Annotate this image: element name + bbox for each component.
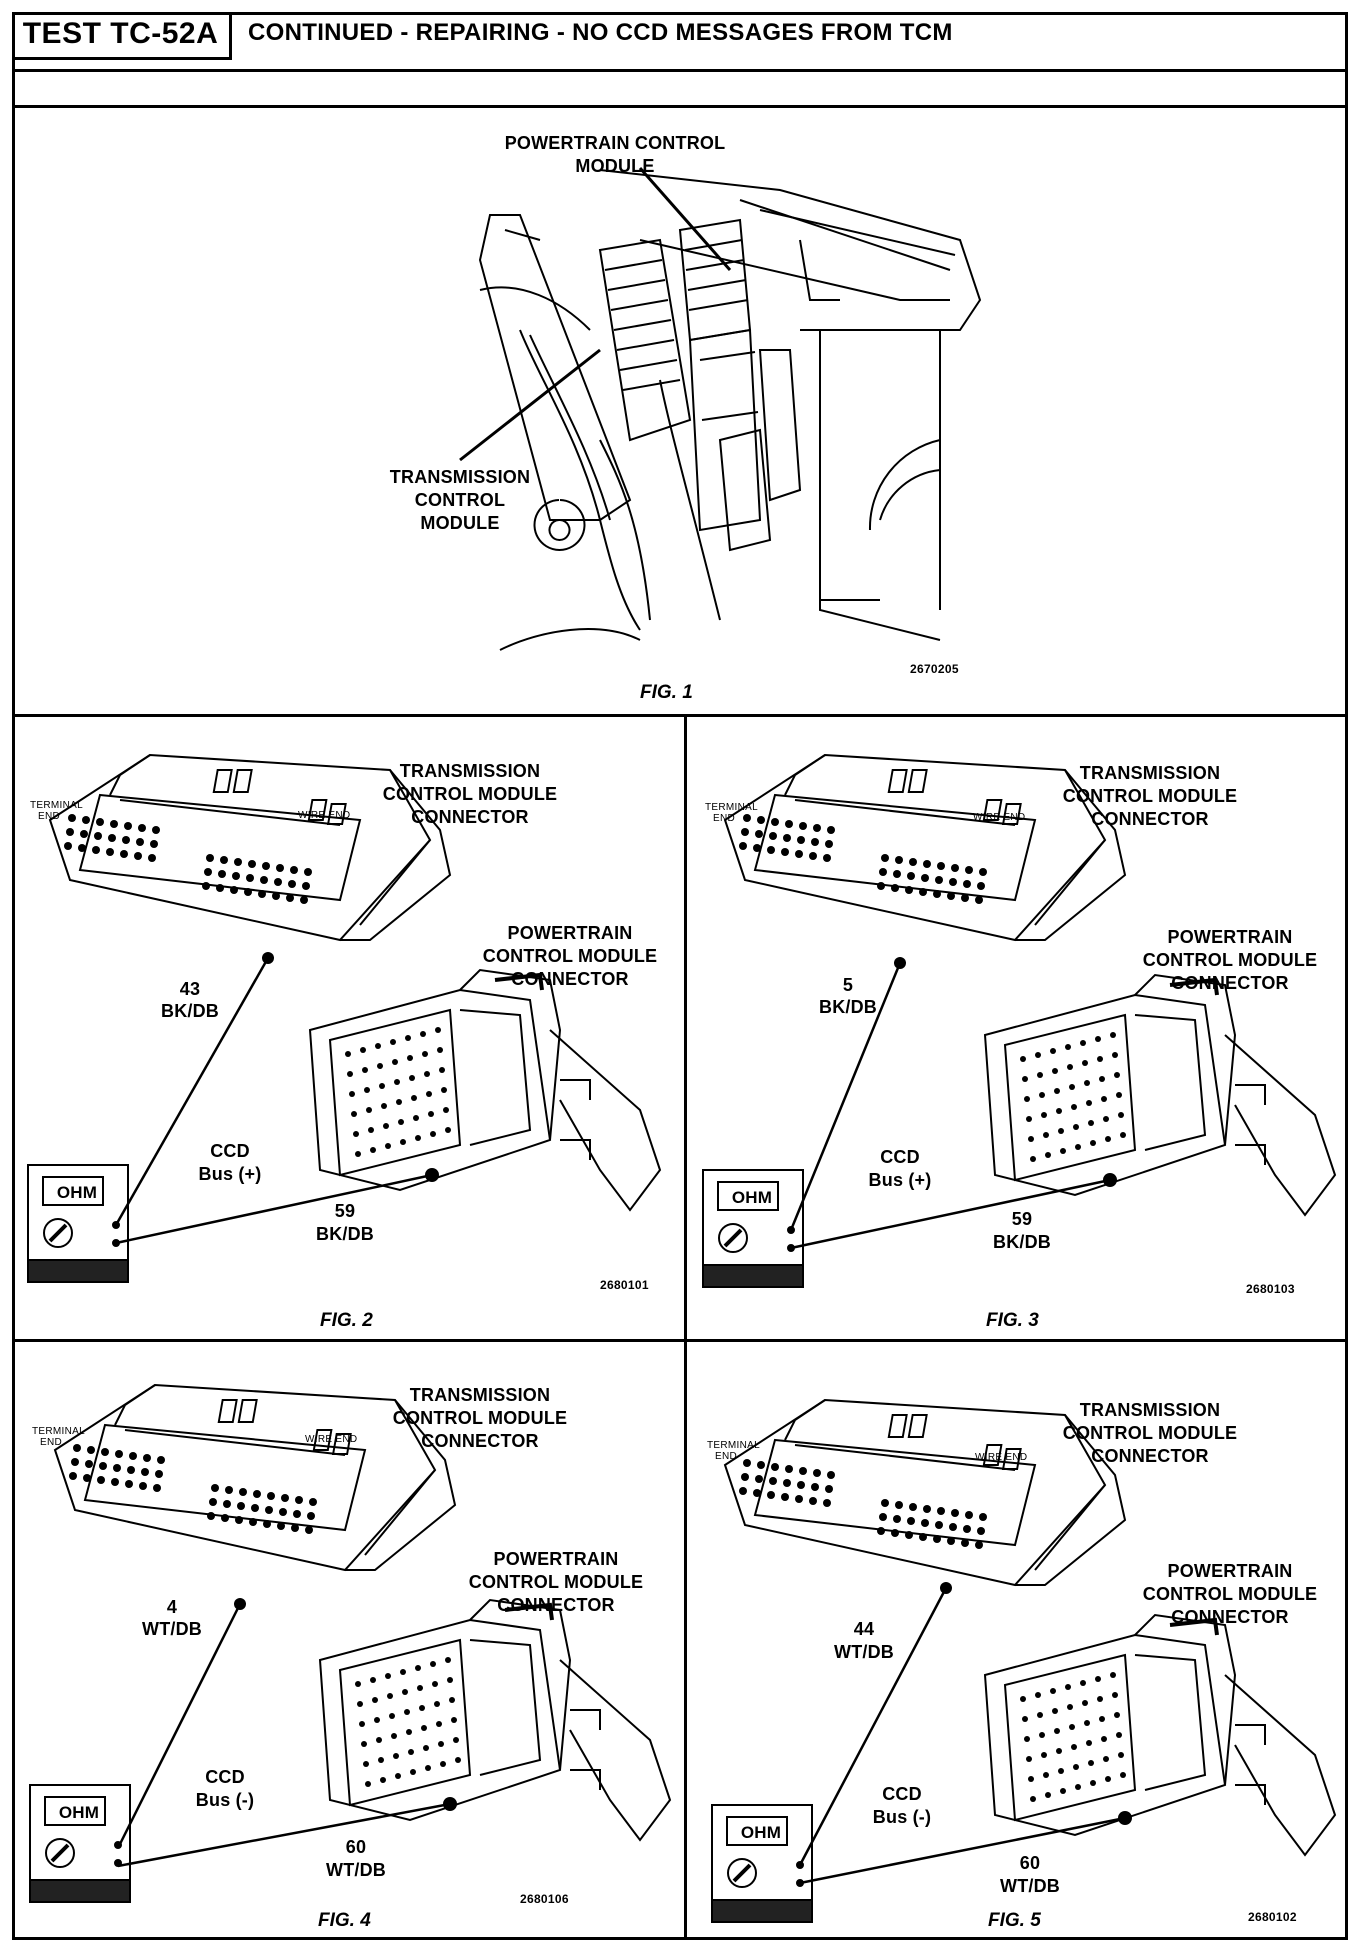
fig4-tcm-conn-line3: CONNECTOR bbox=[421, 1431, 539, 1451]
fig2-pcm-conn-line3: CONNECTOR bbox=[511, 969, 629, 989]
fig5-pcm-wire: WT/DB bbox=[1000, 1876, 1060, 1896]
fig2-pcm-pin: 59 bbox=[334, 1201, 356, 1221]
fig4-bus-line2: Bus (-) bbox=[195, 1790, 255, 1810]
fig3-pcm-conn-line1: POWERTRAIN bbox=[1167, 927, 1293, 947]
fig3-pcm-pin: 59 bbox=[1011, 1209, 1033, 1229]
fig2-wire-end: WIRE END bbox=[298, 810, 351, 821]
fig5-caption: FIG. 5 bbox=[988, 1910, 1041, 1931]
fig3-meter-label: OHM bbox=[731, 1188, 773, 1207]
fig5-tcm-pin: 44 bbox=[853, 1619, 875, 1639]
fig3-terminal-end-line2: END bbox=[713, 813, 736, 824]
header-row bbox=[12, 12, 1348, 72]
fig2-pcm-conn-line2: CONTROL MODULE bbox=[482, 946, 658, 966]
fig5-tcm-conn-line1: TRANSMISSION bbox=[1079, 1400, 1221, 1420]
fig2-tcm-wire: BK/DB bbox=[161, 1001, 219, 1021]
fig4-pcm-pin: 60 bbox=[345, 1837, 367, 1857]
fig1-tcm-label-line1: TRANSMISSION bbox=[389, 467, 531, 487]
fig2-meter-label: OHM bbox=[56, 1183, 98, 1202]
fig3-tcm-pin: 5 bbox=[842, 975, 854, 995]
fig1-tcm-label-line3: MODULE bbox=[420, 513, 500, 533]
fig2-tcm-conn-line3: CONNECTOR bbox=[411, 807, 529, 827]
fig4-drawing bbox=[28, 1384, 672, 1904]
fig4-meter-label: OHM bbox=[58, 1803, 100, 1822]
fig5-terminal-end-line2: END bbox=[715, 1451, 738, 1462]
fig4-terminal-end-line2: END bbox=[40, 1437, 63, 1448]
fig4-part-number: 2680106 bbox=[520, 1892, 569, 1906]
fig3-tcm-conn-line1: TRANSMISSION bbox=[1079, 763, 1221, 783]
divider-fig1-top bbox=[12, 105, 1348, 108]
fig4-pcm-conn-line1: POWERTRAIN bbox=[493, 1549, 619, 1569]
fig4-terminal-end-line1: TERMINAL bbox=[32, 1426, 85, 1437]
fig3-tcm-wire: BK/DB bbox=[819, 997, 877, 1017]
fig4-pcm-wire: WT/DB bbox=[326, 1860, 386, 1880]
fig3-drawing bbox=[701, 754, 1337, 1289]
fig5-pcm-conn-line2: CONTROL MODULE bbox=[1142, 1584, 1318, 1604]
fig4-tcm-pin: 4 bbox=[166, 1597, 178, 1617]
fig1-pcm-label-line1: POWERTRAIN CONTROL bbox=[504, 133, 726, 153]
fig2-pcm-wire: BK/DB bbox=[316, 1224, 374, 1244]
fig3-tcm-conn-line3: CONNECTOR bbox=[1091, 809, 1209, 829]
fig2-caption: FIG. 2 bbox=[320, 1310, 373, 1331]
fig5-tcm-wire: WT/DB bbox=[834, 1642, 894, 1662]
fig3-wire-end: WIRE END bbox=[973, 812, 1026, 823]
fig4-tcm-conn-line2: CONTROL MODULE bbox=[392, 1408, 568, 1428]
fig5-pcm-conn-line1: POWERTRAIN bbox=[1167, 1561, 1293, 1581]
page-frame bbox=[12, 12, 1348, 1940]
fig5-terminal-end-line1: TERMINAL bbox=[707, 1440, 760, 1451]
fig5-tcm-conn-line2: CONTROL MODULE bbox=[1062, 1423, 1238, 1443]
test-title: CONTINUED - REPAIRING - NO CCD MESSAGES … bbox=[248, 19, 953, 46]
divider-column bbox=[684, 714, 687, 1940]
fig4-wire-end: WIRE END bbox=[305, 1434, 358, 1445]
fig2-terminal-end-line1: TERMINAL bbox=[30, 800, 83, 811]
fig5-bus-line2: Bus (-) bbox=[872, 1807, 932, 1827]
fig2-tcm-pin: 43 bbox=[179, 979, 201, 999]
fig4-pcm-conn-line2: CONTROL MODULE bbox=[468, 1572, 644, 1592]
fig3-tcm-conn-line2: CONTROL MODULE bbox=[1062, 786, 1238, 806]
fig4-tcm-wire: WT/DB bbox=[142, 1619, 202, 1639]
fig1-tcm-label-line2: CONTROL bbox=[414, 490, 506, 510]
fig5-meter-label: OHM bbox=[740, 1823, 782, 1842]
fig1-part-number: 2670205 bbox=[910, 662, 959, 676]
fig5-pcm-pin: 60 bbox=[1019, 1853, 1041, 1873]
fig4-caption: FIG. 4 bbox=[318, 1910, 371, 1931]
fig3-terminal-end-line1: TERMINAL bbox=[705, 802, 758, 813]
fig4-pcm-conn-line3: CONNECTOR bbox=[497, 1595, 615, 1615]
fig4-bus-line1: CCD bbox=[205, 1767, 245, 1787]
fig2-drawing bbox=[26, 754, 662, 1284]
fig3-pcm-conn-line2: CONTROL MODULE bbox=[1142, 950, 1318, 970]
fig3-part-number: 2680103 bbox=[1246, 1282, 1295, 1296]
test-id-box: TEST TC-52A bbox=[12, 12, 232, 60]
divider-row-middle bbox=[12, 1339, 1348, 1342]
fig5-drawing bbox=[710, 1399, 1337, 1924]
fig2-tcm-conn-line2: CONTROL MODULE bbox=[382, 784, 558, 804]
fig5-pcm-conn-line3: CONNECTOR bbox=[1171, 1607, 1289, 1627]
fig5-part-number: 2680102 bbox=[1248, 1910, 1297, 1924]
fig3-caption: FIG. 3 bbox=[986, 1310, 1039, 1331]
fig5-wire-end: WIRE END bbox=[975, 1452, 1028, 1463]
fig1-caption: FIG. 1 bbox=[640, 682, 693, 703]
fig3-pcm-conn-line3: CONNECTOR bbox=[1171, 973, 1289, 993]
fig5-bus-line1: CCD bbox=[882, 1784, 922, 1804]
fig5-tcm-conn-line3: CONNECTOR bbox=[1091, 1446, 1209, 1466]
fig2-terminal-end-line2: END bbox=[38, 811, 61, 822]
fig2-bus-line2: Bus (+) bbox=[198, 1164, 262, 1184]
fig2-bus-line1: CCD bbox=[210, 1141, 250, 1161]
fig2-part-number: 2680101 bbox=[600, 1278, 649, 1292]
fig3-bus-line2: Bus (+) bbox=[868, 1170, 932, 1190]
divider-fig1-bottom bbox=[12, 714, 1348, 717]
fig4-tcm-conn-line1: TRANSMISSION bbox=[409, 1385, 551, 1405]
fig3-pcm-wire: BK/DB bbox=[993, 1232, 1051, 1252]
fig3-bus-line1: CCD bbox=[880, 1147, 920, 1167]
fig1-pcm-label-line2: MODULE bbox=[575, 156, 655, 176]
fig2-pcm-conn-line1: POWERTRAIN bbox=[507, 923, 633, 943]
fig2-tcm-conn-line1: TRANSMISSION bbox=[399, 761, 541, 781]
